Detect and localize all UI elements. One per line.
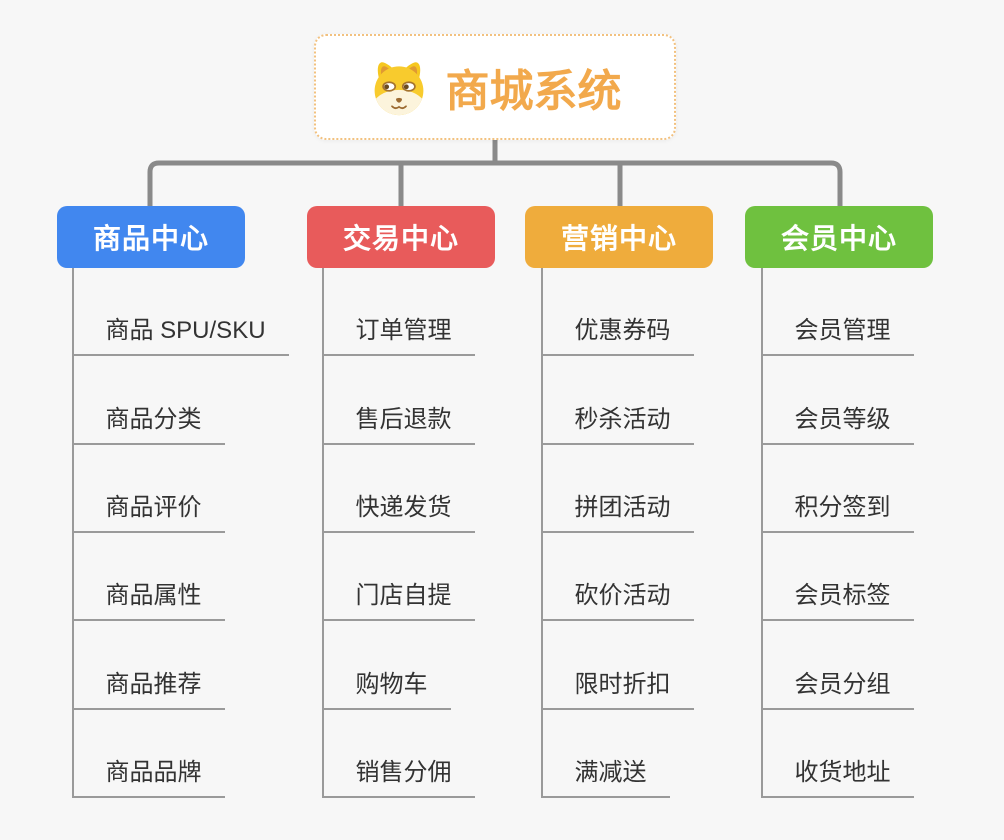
list-item: 售后退款 (321, 356, 475, 445)
list-item: 快递发货 (321, 445, 475, 533)
list-item: 拼团活动 (540, 445, 694, 533)
subtopic[interactable]: 会员分组 (760, 664, 914, 710)
list-item: 商品 SPU/SKU (71, 268, 289, 357)
subtopic[interactable]: 会员等级 (760, 399, 914, 445)
list-item: 购物车 (321, 621, 475, 710)
list-item: 商品品牌 (71, 710, 289, 798)
subtopic[interactable]: 商品推荐 (71, 664, 225, 710)
list-item: 满减送 (540, 710, 694, 798)
branch-product-center[interactable]: 商品中心 (57, 206, 245, 268)
list-item: 会员标签 (760, 533, 914, 622)
dog-face-icon (369, 57, 429, 117)
subtopic[interactable]: 商品品牌 (71, 752, 225, 798)
subtopic[interactable]: 限时折扣 (540, 664, 694, 710)
list-item: 积分签到 (760, 445, 914, 533)
subtopic[interactable]: 会员标签 (760, 575, 914, 622)
list-item: 会员管理 (760, 268, 914, 357)
subtopic[interactable]: 订单管理 (321, 310, 475, 357)
list-item: 订单管理 (321, 268, 475, 357)
list-item: 门店自提 (321, 533, 475, 622)
subtopic[interactable]: 商品 SPU/SKU (71, 310, 289, 357)
connector-path (147, 140, 843, 206)
children-trade-center: 订单管理 售后退款 快递发货 门店自提 购物车 销售分佣 (321, 268, 475, 798)
subtopic[interactable]: 拼团活动 (540, 487, 694, 533)
subtopic[interactable]: 满减送 (540, 752, 670, 798)
subtopic[interactable]: 积分签到 (760, 487, 914, 533)
subtopic[interactable]: 砍价活动 (540, 575, 694, 622)
children-member-center: 会员管理 会员等级 积分签到 会员标签 会员分组 收货地址 (760, 268, 914, 798)
branch-trade-center[interactable]: 交易中心 (307, 206, 495, 268)
list-item: 商品分类 (71, 356, 289, 445)
subtopic[interactable]: 商品分类 (71, 399, 225, 445)
children-product-center: 商品 SPU/SKU 商品分类 商品评价 商品属性 商品推荐 商品品牌 (71, 268, 289, 798)
subtopic[interactable]: 门店自提 (321, 575, 475, 622)
list-item: 秒杀活动 (540, 356, 694, 445)
root-topic-label: 商城系统 (445, 67, 622, 116)
children-marketing-center: 优惠券码 秒杀活动 拼团活动 砍价活动 限时折扣 满减送 (540, 268, 694, 798)
subtopic[interactable]: 购物车 (321, 664, 451, 710)
subtopic[interactable]: 销售分佣 (321, 752, 475, 798)
subtopic[interactable]: 快递发货 (321, 487, 475, 533)
subtopic[interactable]: 收货地址 (760, 752, 914, 798)
list-item: 销售分佣 (321, 710, 475, 798)
list-item: 商品评价 (71, 445, 289, 533)
branch-member-center[interactable]: 会员中心 (745, 206, 933, 268)
subtopic[interactable]: 商品属性 (71, 575, 225, 622)
root-topic[interactable]: 商城系统 (314, 34, 676, 140)
branch-marketing-center[interactable]: 营销中心 (525, 206, 713, 268)
subtopic[interactable]: 会员管理 (760, 310, 914, 357)
list-item: 限时折扣 (540, 621, 694, 710)
subtopic[interactable]: 商品评价 (71, 487, 225, 533)
list-item: 优惠券码 (540, 268, 694, 357)
list-item: 会员等级 (760, 356, 914, 445)
list-item: 商品推荐 (71, 621, 289, 710)
list-item: 会员分组 (760, 621, 914, 710)
list-item: 商品属性 (71, 533, 289, 622)
subtopic[interactable]: 优惠券码 (540, 310, 694, 357)
subtopic[interactable]: 售后退款 (321, 399, 475, 445)
list-item: 收货地址 (760, 710, 914, 798)
list-item: 砍价活动 (540, 533, 694, 622)
subtopic[interactable]: 秒杀活动 (540, 399, 694, 445)
